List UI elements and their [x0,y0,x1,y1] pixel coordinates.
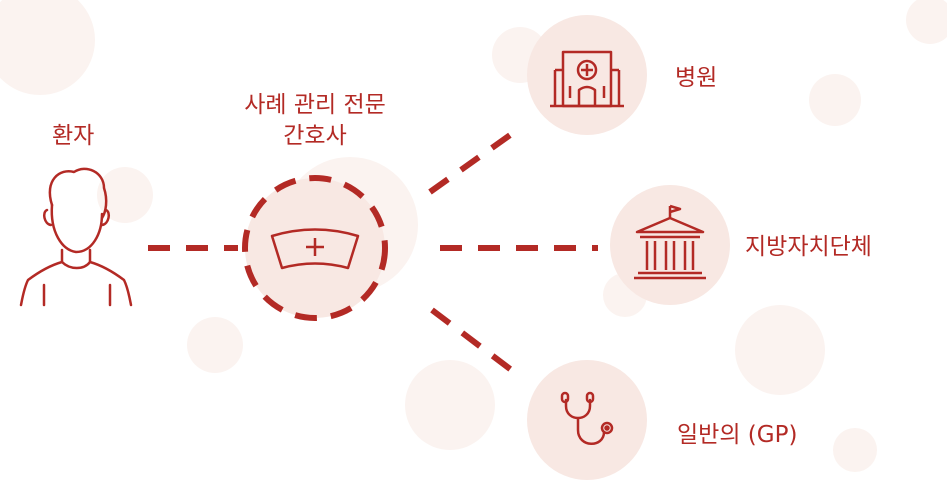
hospital-icon [550,50,624,108]
connector-nurse-hospital [428,125,522,195]
local-gov-node [610,185,730,305]
person-icon [19,167,133,307]
nurse-label-line2: 간호사 [283,123,347,150]
nurse-label-line1: 사례 관리 전문 [244,92,386,118]
nurse-label: 사례 관리 전문 간호사 [215,90,415,152]
local-gov-label: 지방자치단체 [745,234,872,260]
hospital-label: 병원 [675,65,718,91]
gp-label: 일반의 (GP) [677,422,798,448]
connector-nurse-gp [430,307,524,381]
stethoscope-icon [560,391,614,445]
government-building-icon [634,204,706,280]
connectors [148,125,598,381]
nurse-node [242,175,388,321]
hospital-node [527,15,647,135]
gp-node [527,360,647,480]
nurse-cap-icon [270,228,360,270]
patient-label: 환자 [52,123,95,149]
